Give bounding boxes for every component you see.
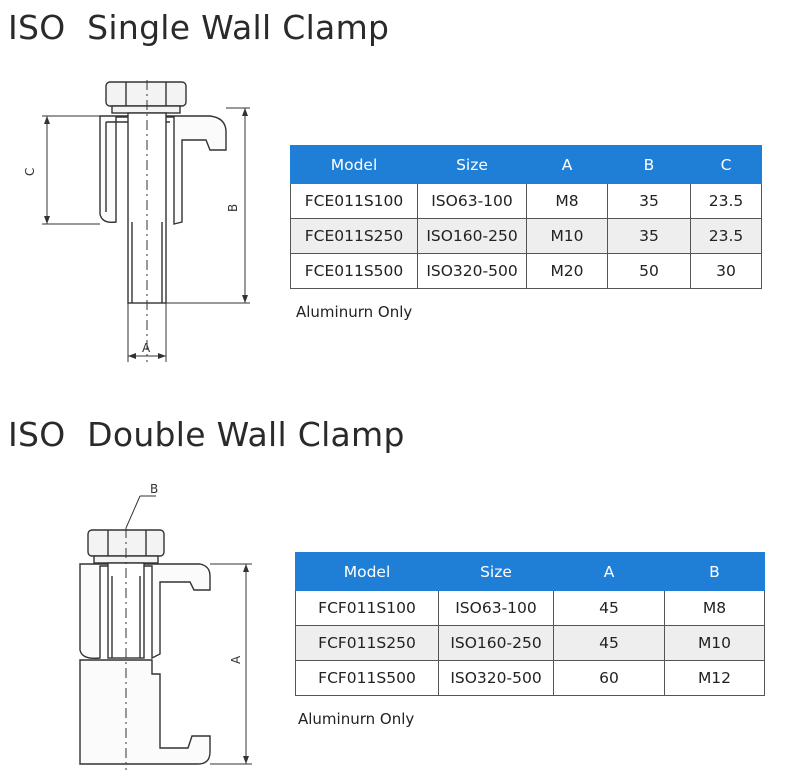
single-material-note: Aluminurn Only (296, 303, 413, 321)
table-row: FCF011S250 ISO160-250 45 M10 (295, 625, 765, 661)
single-wall-clamp-table: Model Size A B C FCE011S100 ISO63-100 M8… (290, 145, 762, 289)
cell-model: FCE011S250 (290, 218, 418, 254)
double-wall-clamp-title: ISO Double Wall Clamp (8, 415, 405, 454)
header-model: Model (295, 552, 439, 591)
cell-c: 30 (690, 253, 762, 289)
cell-size: ISO160-250 (417, 218, 527, 254)
single-wall-clamp-drawing: C B A (23, 80, 250, 362)
table-header-row: Model Size A B (295, 552, 765, 591)
header-size: Size (438, 552, 554, 591)
cell-b: M10 (664, 625, 765, 661)
cell-a: 60 (553, 660, 665, 696)
cell-a: M20 (526, 253, 608, 289)
cell-a: M10 (526, 218, 608, 254)
header-b: B (664, 552, 765, 591)
header-model: Model (290, 145, 418, 184)
cell-model: FCE011S100 (290, 183, 418, 219)
double-material-note: Aluminurn Only (298, 710, 415, 728)
cell-a: M8 (526, 183, 608, 219)
header-size: Size (417, 145, 527, 184)
double-wall-clamp-drawing: B A (79, 482, 252, 770)
cell-b: M8 (664, 590, 765, 626)
dim-label-a: A (142, 341, 151, 355)
cell-size: ISO320-500 (438, 660, 554, 696)
table-row: FCF011S100 ISO63-100 45 M8 (295, 590, 765, 626)
cell-model: FCE011S500 (290, 253, 418, 289)
table-row: FCE011S250 ISO160-250 M10 35 23.5 (290, 218, 762, 254)
cell-c: 23.5 (690, 183, 762, 219)
header-b: B (607, 145, 691, 184)
cell-size: ISO63-100 (417, 183, 527, 219)
table-header-row: Model Size A B C (290, 145, 762, 184)
double-wall-clamp-table: Model Size A B FCF011S100 ISO63-100 45 M… (295, 552, 765, 696)
cell-c: 23.5 (690, 218, 762, 254)
dim-label-b: B (226, 204, 240, 212)
cell-a: 45 (553, 590, 665, 626)
single-wall-clamp-title: ISO Single Wall Clamp (8, 8, 390, 47)
table-row: FCE011S500 ISO320-500 M20 50 30 (290, 253, 762, 289)
cell-size: ISO63-100 (438, 590, 554, 626)
cell-size: ISO160-250 (438, 625, 554, 661)
cell-model: FCF011S500 (295, 660, 439, 696)
cell-b: 50 (607, 253, 691, 289)
header-c: C (690, 145, 762, 184)
cell-model: FCF011S250 (295, 625, 439, 661)
cell-b: 35 (607, 218, 691, 254)
header-a: A (526, 145, 608, 184)
cell-a: 45 (553, 625, 665, 661)
cell-b: 35 (607, 183, 691, 219)
dim-label-b: B (150, 482, 158, 496)
cell-b: M12 (664, 660, 765, 696)
table-row: FCE011S100 ISO63-100 M8 35 23.5 (290, 183, 762, 219)
header-a: A (553, 552, 665, 591)
dim-label-a: A (229, 655, 243, 664)
table-row: FCF011S500 ISO320-500 60 M12 (295, 660, 765, 696)
cell-model: FCF011S100 (295, 590, 439, 626)
cell-size: ISO320-500 (417, 253, 527, 289)
dim-label-c: C (23, 168, 37, 176)
